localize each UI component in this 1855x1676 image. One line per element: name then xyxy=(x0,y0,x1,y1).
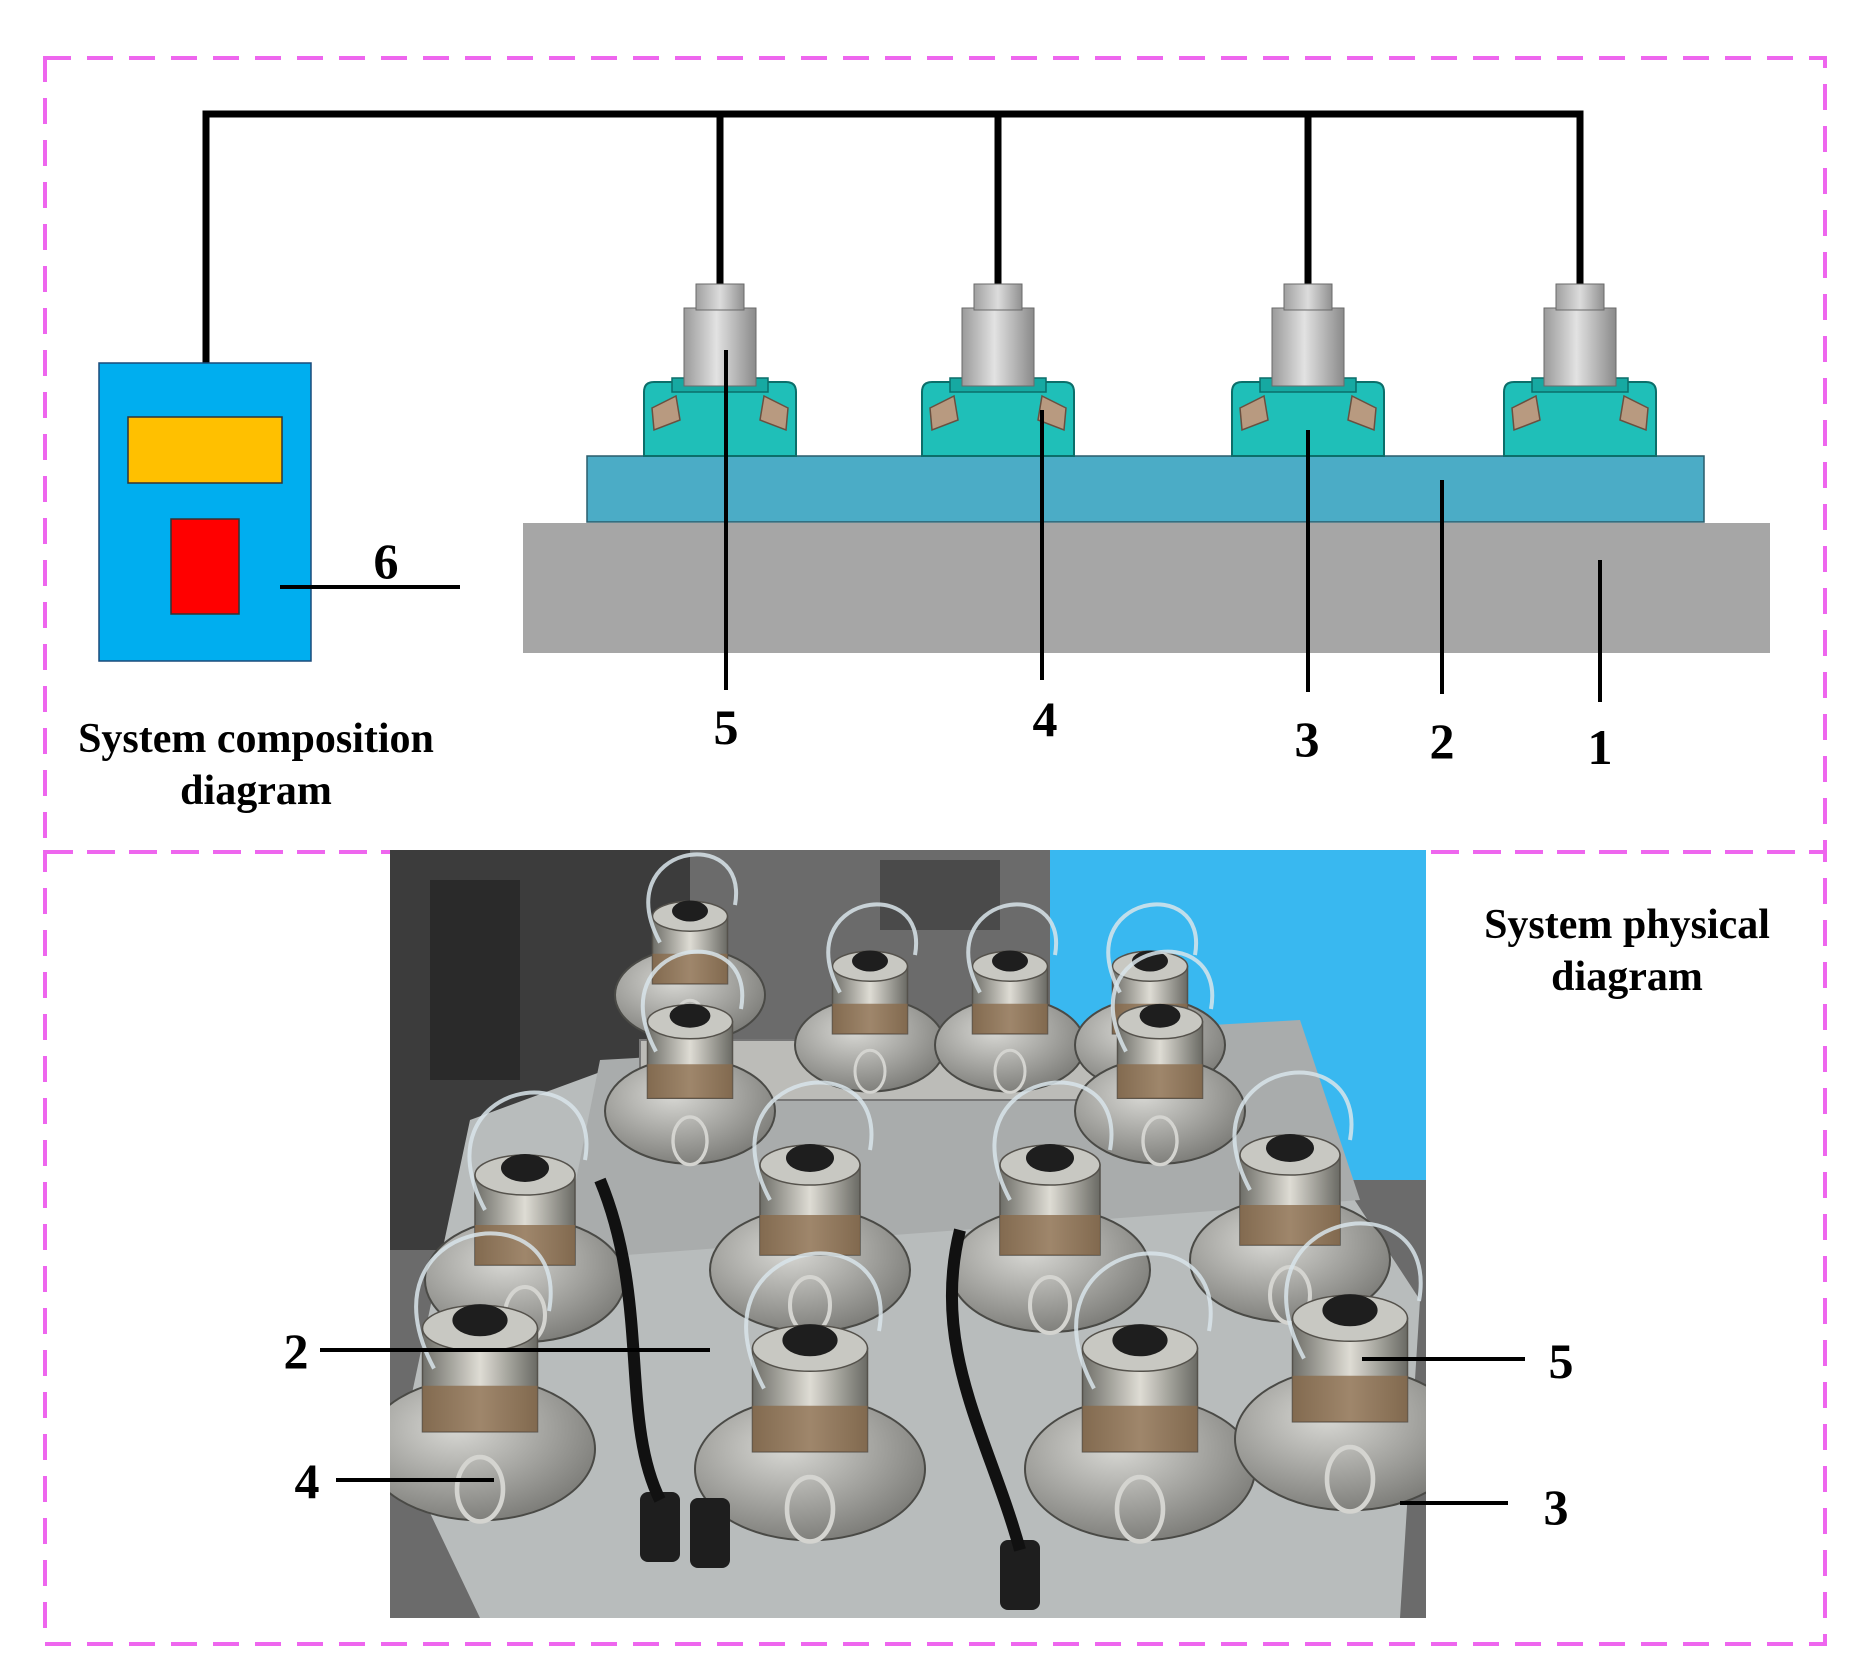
photo-sensor-unit xyxy=(1074,949,1246,1167)
composition-diagram: 6 5 4 3 2 1 System composition diagram xyxy=(78,110,1770,814)
photo-sensor-units xyxy=(390,852,1426,1544)
photo-sensor-unit xyxy=(604,949,776,1167)
sensor-body xyxy=(961,307,1035,387)
clamp-claw-left xyxy=(1239,394,1269,432)
sensor-body xyxy=(1271,307,1345,387)
sensor-cap xyxy=(695,283,745,311)
physical-caption-line1: System physical xyxy=(1484,902,1770,948)
clamp-claw-right xyxy=(1619,394,1649,432)
clamp-claw-left xyxy=(1511,394,1541,432)
sensor-assembly-1 xyxy=(643,283,797,457)
photo-sensor-unit xyxy=(949,1080,1151,1335)
base-plate xyxy=(523,523,1770,653)
clamp-body xyxy=(643,381,797,457)
clamp-body xyxy=(921,381,1075,457)
photo-sensor-unit xyxy=(794,902,946,1094)
controller-button xyxy=(170,518,240,615)
label-4: 4 xyxy=(1033,691,1058,747)
composition-caption-line2: diagram xyxy=(180,768,332,814)
controller-display xyxy=(127,416,283,484)
sensor-body xyxy=(683,307,757,387)
physical-caption-line2: diagram xyxy=(1551,954,1703,1000)
leader-lines xyxy=(280,350,1602,702)
photo-sensor-unit xyxy=(1234,1221,1426,1514)
clamp-claw-right xyxy=(1037,394,1067,432)
photo-sensor-unit xyxy=(694,1251,926,1544)
clamp-claw-right xyxy=(1347,394,1377,432)
label-2: 2 xyxy=(1430,713,1455,769)
sensor-body xyxy=(1543,307,1617,387)
sensor-assembly-3 xyxy=(1231,283,1385,457)
photo-sensor-unit xyxy=(1024,1251,1256,1544)
composition-caption-line1: System composition xyxy=(78,716,434,762)
controller-unit xyxy=(98,362,312,662)
physical-photo xyxy=(390,850,1426,1618)
clamp-claw-left xyxy=(929,394,959,432)
photo-sensor-unit xyxy=(390,1231,596,1524)
sensor-assembly-2 xyxy=(921,283,1075,457)
clamp-body xyxy=(1231,381,1385,457)
sensor-assembly-4 xyxy=(1503,283,1657,457)
clamp-claw-right xyxy=(759,394,789,432)
label-3: 3 xyxy=(1295,711,1320,767)
photo-label-2: 2 xyxy=(284,1323,309,1379)
photo-sensor-unit xyxy=(1189,1070,1391,1325)
photo-label-5: 5 xyxy=(1549,1333,1574,1389)
sensor-cap xyxy=(1555,283,1605,311)
label-5: 5 xyxy=(714,699,739,755)
photo-label-3: 3 xyxy=(1544,1479,1569,1535)
sensor-cap xyxy=(1283,283,1333,311)
photo-connectors xyxy=(594,1177,1040,1610)
cable-harness xyxy=(202,110,1584,372)
label-1: 1 xyxy=(1588,719,1613,775)
clamp-body xyxy=(1503,381,1657,457)
photo-sensor-unit xyxy=(709,1080,911,1335)
label-6: 6 xyxy=(374,533,399,589)
mount-plate xyxy=(586,455,1705,523)
sensor-cap xyxy=(973,283,1023,311)
physical-annotations: 2 4 5 3 System physical diagram xyxy=(284,902,1770,1535)
sensor-assemblies xyxy=(643,283,1657,457)
photo-label-4: 4 xyxy=(295,1453,320,1509)
clamp-claw-left xyxy=(651,394,681,432)
